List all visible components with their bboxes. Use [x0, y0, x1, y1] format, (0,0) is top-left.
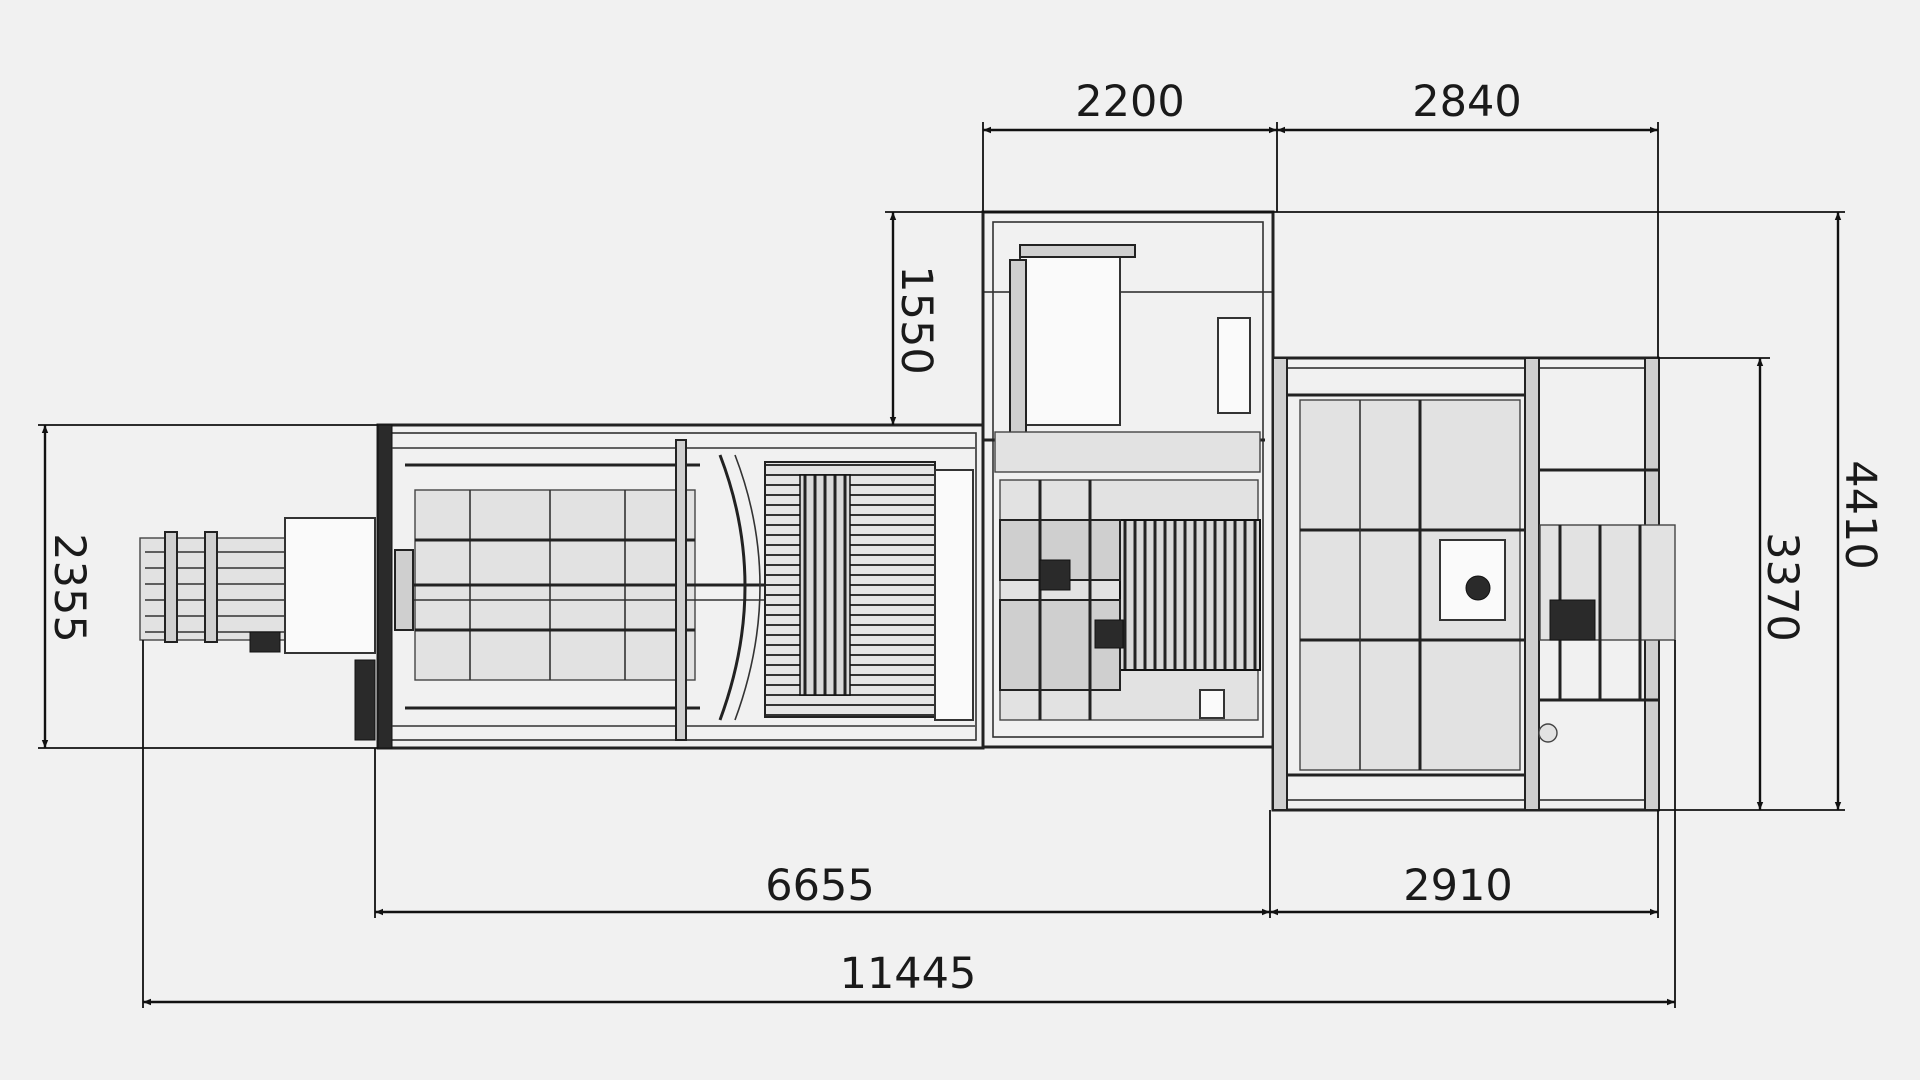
infeed-conveyor [139, 517, 376, 741]
dimension-lines [41, 126, 1842, 1006]
dimension-labels: 2200 2840 1550 2355 3370 4410 6655 2910 … [44, 77, 1885, 999]
dim-bottom-left: 6655 [765, 861, 874, 911]
dim-top-right: 2840 [1412, 77, 1521, 127]
wrapping-section-frame [981, 210, 1275, 749]
dim-top-left: 2200 [1075, 77, 1184, 127]
dim-right-outer: 4410 [1835, 460, 1885, 569]
outfeed-section-frame [1271, 356, 1676, 812]
dim-bottom-right: 2910 [1403, 861, 1512, 911]
forming-section-frame [376, 423, 985, 750]
dim-bottom-total: 11445 [840, 949, 977, 999]
dim-right-inner: 3370 [1757, 532, 1807, 641]
dim-left-vertical: 2355 [44, 533, 94, 642]
extension-lines [38, 122, 1845, 1008]
dim-upper-vertical: 1550 [891, 265, 941, 374]
